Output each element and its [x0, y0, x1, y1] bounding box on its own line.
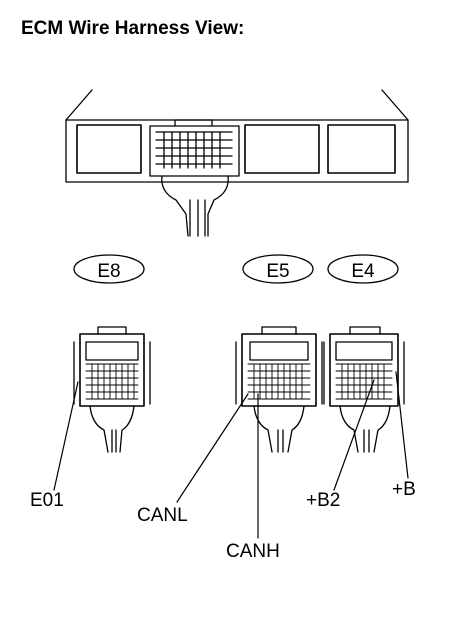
terminal-label-b: +B	[392, 479, 416, 500]
diagram-title: ECM Wire Harness View:	[21, 18, 245, 39]
terminal-label-b2: +B2	[306, 490, 340, 511]
terminal-label-canh: CANH	[226, 541, 280, 562]
connector-e8-label: E8	[73, 254, 145, 284]
svg-text:E4: E4	[351, 261, 375, 282]
terminal-label-canl: CANL	[137, 505, 188, 526]
connector-e5	[235, 326, 323, 453]
terminal-label-e01: E01	[30, 490, 64, 511]
connector-e8	[73, 326, 151, 453]
connector-e5-label: E5	[242, 254, 314, 284]
ecm-body	[65, 89, 409, 237]
connector-e4-label: E4	[327, 254, 399, 284]
svg-text:E5: E5	[266, 261, 289, 282]
connector-e4	[323, 326, 405, 453]
leader-lines	[53, 371, 409, 539]
svg-text:E8: E8	[97, 261, 120, 282]
